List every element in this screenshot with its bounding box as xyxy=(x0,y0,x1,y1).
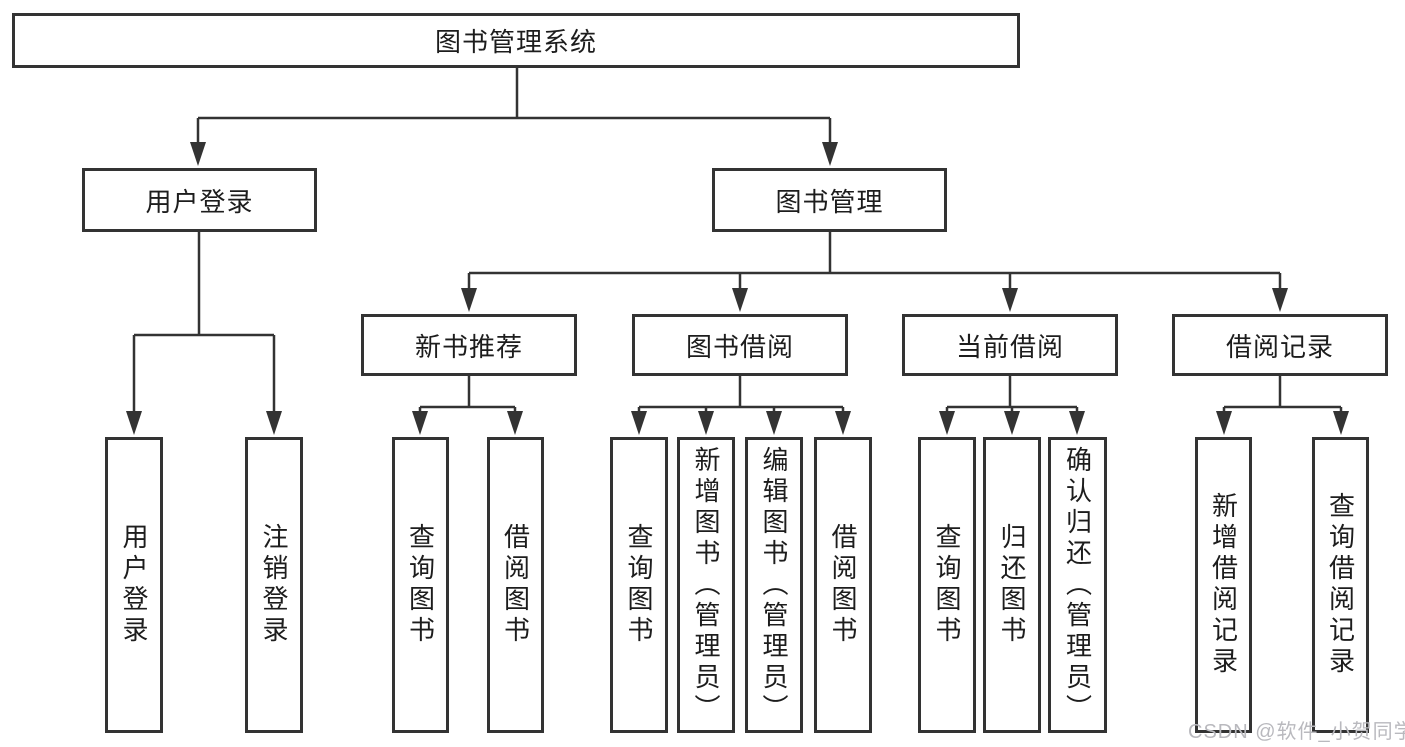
leaf-query-borrow-record: 查询借阅记录 xyxy=(1312,437,1369,733)
node-new-book-recommend: 新书推荐 xyxy=(361,314,577,376)
leaf-add-book-admin: 新增图书（管理员） xyxy=(677,437,735,733)
node-label: 用户登录 xyxy=(145,186,254,217)
node-label: 借阅记录 xyxy=(1225,331,1334,362)
leaf-borrow-books-recommend: 借阅图书 xyxy=(487,437,544,733)
node-book-borrow: 图书借阅 xyxy=(632,314,848,376)
arrowheads xyxy=(126,142,1349,435)
connector-new-book xyxy=(418,376,517,418)
leaf-query-books-recommend: 查询图书 xyxy=(392,437,449,733)
node-label: 用户登录 xyxy=(119,523,149,647)
node-label: 归还图书 xyxy=(997,523,1027,647)
node-borrow-records: 借阅记录 xyxy=(1172,314,1388,376)
leaf-query-books-borrow: 查询图书 xyxy=(610,437,668,733)
node-label: 确认归还（管理员） xyxy=(1062,445,1093,725)
node-label: 新增借阅记录 xyxy=(1208,492,1239,678)
connector-root xyxy=(196,68,832,146)
connector-user-login xyxy=(132,232,276,418)
node-current-borrow: 当前借阅 xyxy=(902,314,1118,376)
leaf-user-login: 用户登录 xyxy=(105,437,163,733)
node-label: 图书管理系统 xyxy=(434,27,597,57)
watermark-text: CSDN @软件_小贺同学 xyxy=(1188,721,1405,743)
connector-borrow xyxy=(637,376,845,418)
node-label: 注销登录 xyxy=(259,523,289,647)
connector-book-mgmt xyxy=(467,232,1282,292)
leaf-edit-book-admin: 编辑图书（管理员） xyxy=(745,437,803,733)
node-label: 查询图书 xyxy=(932,523,962,647)
node-label: 新增图书（管理员） xyxy=(691,445,721,725)
node-label: 当前借阅 xyxy=(955,331,1064,362)
leaf-return-book: 归还图书 xyxy=(983,437,1041,733)
node-label: 编辑图书（管理员） xyxy=(759,445,789,725)
node-label: 查询图书 xyxy=(624,523,654,647)
node-label: 图书管理 xyxy=(775,186,884,217)
leaf-borrow-books-borrow: 借阅图书 xyxy=(814,437,872,733)
node-book-management: 图书管理 xyxy=(712,168,947,232)
node-label: 图书借阅 xyxy=(685,331,794,362)
leaf-add-borrow-record: 新增借阅记录 xyxy=(1195,437,1252,733)
leaf-query-books-current: 查询图书 xyxy=(918,437,976,733)
node-root: 图书管理系统 xyxy=(12,13,1020,68)
node-label: 查询图书 xyxy=(405,523,436,647)
node-label: 查询借阅记录 xyxy=(1325,492,1356,678)
leaf-logout: 注销登录 xyxy=(245,437,303,733)
node-user-login: 用户登录 xyxy=(82,168,317,232)
connector-records xyxy=(1222,376,1343,418)
leaf-confirm-return-admin: 确认归还（管理员） xyxy=(1048,437,1107,733)
node-label: 借阅图书 xyxy=(500,523,531,647)
node-label: 新书推荐 xyxy=(414,331,523,362)
node-label: 借阅图书 xyxy=(828,523,858,647)
